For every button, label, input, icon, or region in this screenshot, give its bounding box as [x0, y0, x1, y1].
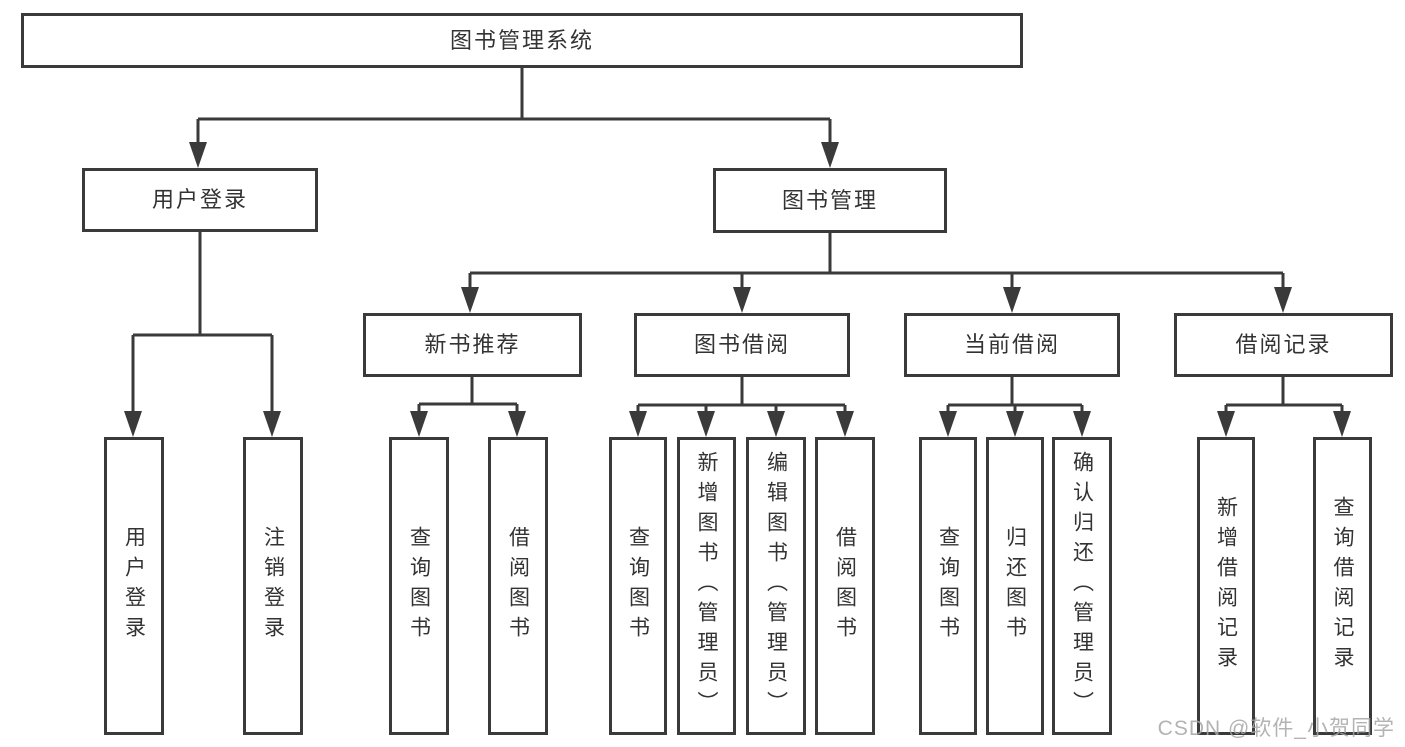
- leaf-query-books-recommend: 查询图书: [389, 437, 449, 735]
- node-label: 图书借阅: [693, 332, 790, 357]
- node-label: 图书管理: [781, 187, 878, 213]
- node-label: 当前借阅: [963, 332, 1060, 357]
- node-user-login: 用户登录: [82, 168, 318, 232]
- leaf-label: 新增借阅记录: [1214, 496, 1238, 676]
- leaf-label: 借阅图书: [833, 526, 857, 646]
- leaf-label: 用户登录: [122, 526, 146, 646]
- csdn-watermark: CSDN @软件_小贺同学: [1157, 717, 1395, 740]
- leaf-label: 注销登录: [261, 526, 285, 646]
- leaf-edit-books-admin: 编辑图书（管理员）: [746, 437, 806, 735]
- leaf-label: 编辑图书（管理员）: [764, 451, 788, 721]
- leaf-user-login: 用户登录: [104, 437, 164, 735]
- node-borrow-records: 借阅记录: [1174, 313, 1393, 377]
- node-label: 借阅记录: [1235, 332, 1332, 357]
- leaf-label: 查询图书: [407, 526, 431, 646]
- leaf-borrow-books-recommend: 借阅图书: [488, 437, 548, 735]
- leaf-borrow-books: 借阅图书: [815, 437, 875, 735]
- leaf-logout: 注销登录: [243, 437, 303, 735]
- node-label: 新书推荐: [424, 332, 521, 357]
- leaf-label: 查询图书: [936, 526, 960, 646]
- node-label: 用户登录: [151, 187, 248, 212]
- leaf-return-books: 归还图书: [986, 437, 1044, 735]
- leaf-query-books: 查询图书: [609, 437, 667, 735]
- leaf-label: 借阅图书: [506, 526, 530, 646]
- leaf-query-books-current: 查询图书: [919, 437, 977, 735]
- leaf-label: 归还图书: [1003, 526, 1027, 646]
- node-label: 图书管理系统: [449, 27, 594, 53]
- node-current-borrow: 当前借阅: [904, 313, 1120, 377]
- node-book-management: 图书管理: [713, 168, 947, 233]
- leaf-label: 查询借阅记录: [1331, 496, 1354, 676]
- node-library-management-system: 图书管理系统: [21, 13, 1023, 68]
- leaf-add-borrow-record: 新增借阅记录: [1197, 437, 1255, 735]
- node-book-borrow: 图书借阅: [634, 313, 850, 377]
- leaf-add-books-admin: 新增图书（管理员）: [677, 437, 736, 735]
- leaf-label: 新增图书（管理员）: [695, 451, 718, 721]
- leaf-label: 确认归还（管理员）: [1070, 451, 1094, 721]
- node-new-book-recommend: 新书推荐: [363, 313, 582, 377]
- leaf-label: 查询图书: [626, 526, 650, 646]
- leaf-confirm-return-admin: 确认归还（管理员）: [1052, 437, 1112, 735]
- leaf-query-borrow-record: 查询借阅记录: [1313, 437, 1372, 735]
